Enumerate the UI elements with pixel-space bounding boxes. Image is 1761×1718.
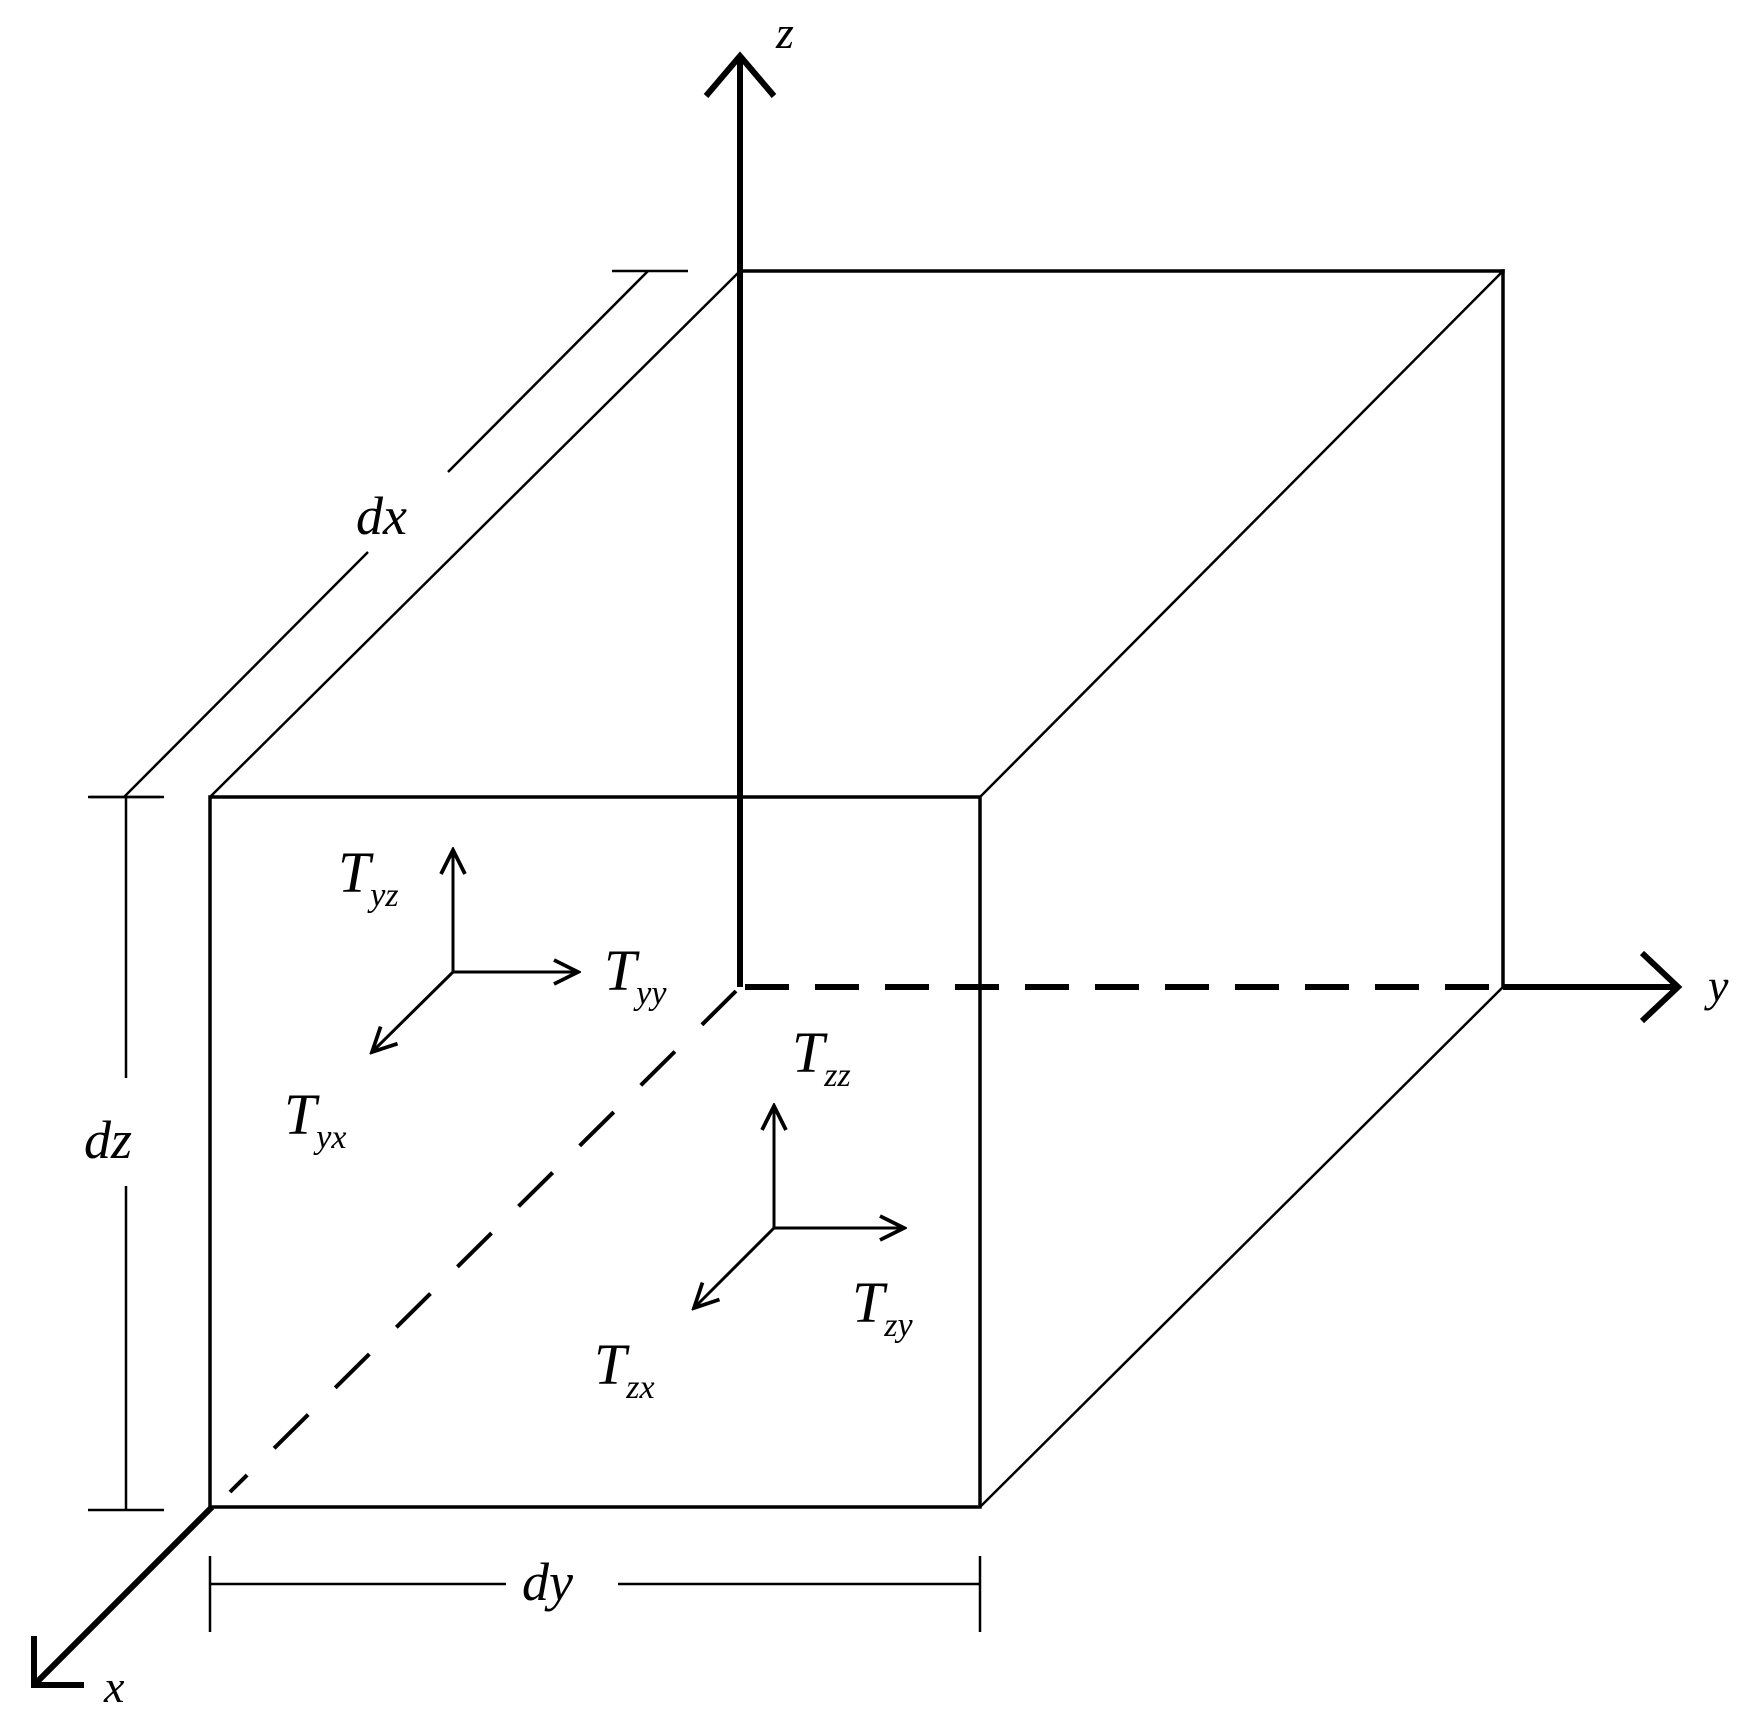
- stress-label-yy: Tyy: [604, 938, 667, 1012]
- y-axis-arrowhead: [1639, 950, 1683, 1024]
- cube-bottom-right-edge: [979, 986, 1504, 1508]
- x-axis-arrowhead: [31, 1636, 84, 1688]
- dx-label: dx: [356, 486, 407, 546]
- stress-label-yz: Tyz: [338, 840, 399, 914]
- cube-front-face: [208, 795, 982, 1509]
- dz-label: dz: [84, 1110, 132, 1170]
- z-axis-arrowhead: [703, 51, 777, 98]
- dx-line-lower: [123, 551, 369, 798]
- dy-label: dy: [522, 1552, 573, 1612]
- cube: [208, 269, 1505, 1509]
- stress-label-yx: Tyx: [284, 1082, 346, 1156]
- cube-top-left-edge: [209, 270, 741, 798]
- z-face-stress-triad: [694, 1106, 904, 1308]
- hidden-x-edge: [228, 989, 738, 1494]
- dimension-lines: dx dz dy: [84, 269, 982, 1632]
- stress-label-zz: Tzz: [792, 1020, 851, 1094]
- stress-label-zy: Tzy: [852, 1270, 913, 1344]
- cube-top-right-edge: [979, 270, 1504, 798]
- y-face-stress-triad: [372, 850, 578, 1052]
- z-axis-label: z: [775, 7, 794, 58]
- axes: z y x: [31, 7, 1729, 1712]
- dx-line-upper: [447, 270, 649, 473]
- stress-label-zx: Tzx: [594, 1332, 655, 1406]
- stress-labels: Tyz Tyy Tyx Tzz Tzy Tzx: [284, 840, 913, 1406]
- x-axis: [31, 1504, 215, 1688]
- y-face-x-arrow: [372, 970, 455, 1052]
- x-axis-label: x: [103, 1661, 125, 1712]
- z-face-x-arrow: [694, 1226, 776, 1308]
- y-axis-label: y: [1704, 960, 1729, 1011]
